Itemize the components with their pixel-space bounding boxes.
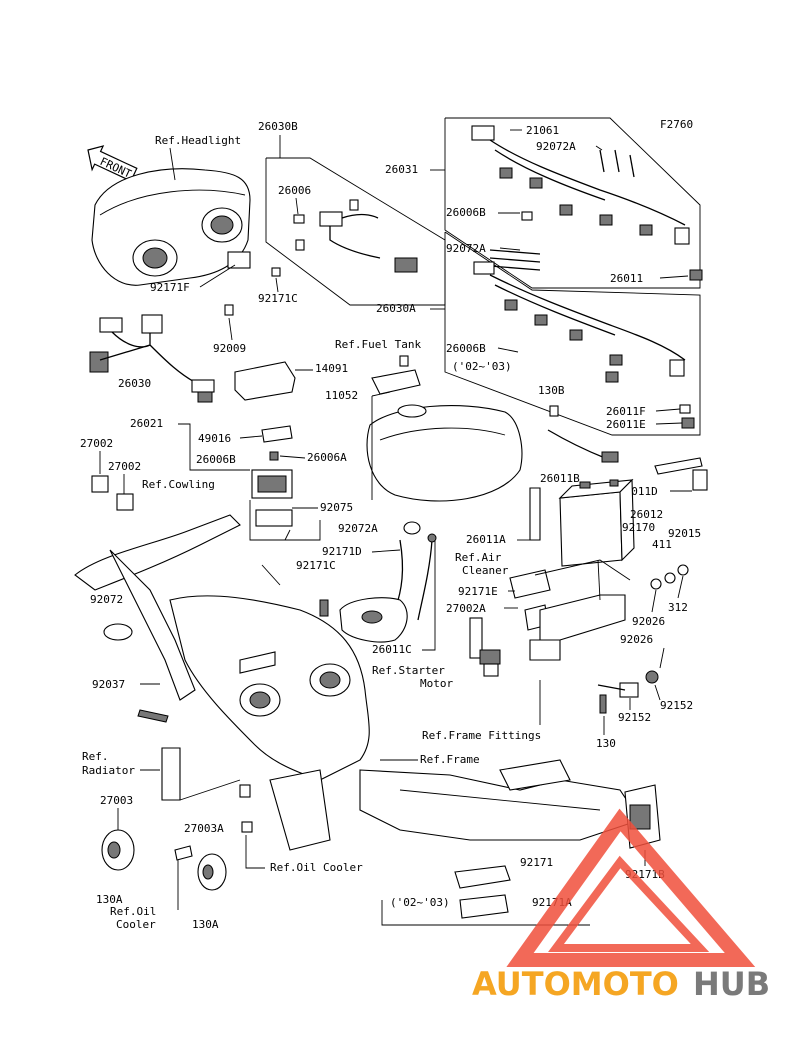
part-26006B-b: 26006B xyxy=(446,342,486,355)
ecu-cover-drawing xyxy=(234,361,296,527)
figure-code: F2760 xyxy=(660,118,693,131)
part-130: 130 xyxy=(596,737,616,750)
ref-starter-2: Motor xyxy=(420,677,453,690)
strip-icon xyxy=(137,709,169,723)
fuel-tank-drawing xyxy=(366,355,523,502)
ref-starter-1: Ref.Starter xyxy=(372,664,445,677)
part-11052: 11052 xyxy=(325,389,358,402)
part-92171F: 92171F xyxy=(150,281,190,294)
part-26011C: 26011C xyxy=(372,643,412,656)
part-92170: 92170 xyxy=(622,521,655,534)
part-26006A: 26006A xyxy=(307,451,347,464)
part-92072A-top: 92072A xyxy=(536,140,576,153)
headlight-drawing xyxy=(91,168,281,316)
part-92171: 92171 xyxy=(520,856,553,869)
part-130B: 130B xyxy=(538,384,565,397)
part-92037: 92037 xyxy=(92,678,125,691)
part-26030: 26030 xyxy=(118,377,151,390)
part-92171D: 92171D xyxy=(322,545,362,558)
year-note-harness: ('02~'03) xyxy=(452,360,512,373)
part-130A-b: 130A xyxy=(192,918,219,931)
part-92171E: 92171E xyxy=(458,585,498,598)
air-cleaner-drawing xyxy=(339,533,501,677)
part-92152-a: 92152 xyxy=(660,699,693,712)
battery-drawing xyxy=(558,478,635,567)
part-26011F: 26011F xyxy=(606,405,646,418)
year-note-bottom: ('02~'03) xyxy=(390,896,450,909)
part-130A-a: 130A xyxy=(96,893,123,906)
part-92075: 92075 xyxy=(320,501,353,514)
horn-drawing xyxy=(101,829,227,891)
part-92026-b: 92026 xyxy=(620,633,653,646)
band-icon xyxy=(103,623,133,641)
part-26011B: 26011B xyxy=(540,472,580,485)
part-27002-b: 27002 xyxy=(108,460,141,473)
part-27002-a: 27002 xyxy=(80,437,113,450)
part-92171C-b: 92171C xyxy=(296,559,336,572)
part-27003: 27003 xyxy=(100,794,133,807)
part-26006: 26006 xyxy=(278,184,311,197)
part-92072A-mid: 92072A xyxy=(446,242,486,255)
part-26030B: 26030B xyxy=(258,120,298,133)
part-26011: 26011 xyxy=(610,272,643,285)
harness-26031-drawing xyxy=(471,125,703,281)
part-92015: 92015 xyxy=(668,527,701,540)
watermark-text-b: HUB xyxy=(693,965,770,1003)
frame-drawing xyxy=(74,514,641,851)
part-92009: 92009 xyxy=(213,342,246,355)
part-92072A-low: 92072A xyxy=(338,522,378,535)
ref-frame-fittings: Ref.Frame Fittings xyxy=(422,729,541,742)
ref-air-cleaner-1: Ref.Air xyxy=(455,551,502,564)
radiator-bracket-drawing xyxy=(161,747,253,833)
battery-cable-drawing xyxy=(529,405,708,541)
watermark-text-a: AUTOMOTO xyxy=(472,965,679,1003)
ref-oil-cooler: Ref.Oil Cooler xyxy=(270,861,363,874)
part-92072: 92072 xyxy=(90,593,123,606)
part-92152-b: 92152 xyxy=(618,711,651,724)
part-312: 312 xyxy=(668,601,688,614)
ref-oil-cooler-b1: Ref.Oil xyxy=(110,905,156,918)
ref-radiator-1: Ref. xyxy=(82,750,109,763)
ref-fuel-tank: Ref.Fuel Tank xyxy=(335,338,421,351)
part-26012: 26012 xyxy=(630,508,663,521)
part-26021: 26021 xyxy=(130,417,163,430)
harness-26030B-drawing xyxy=(293,199,418,273)
ref-air-cleaner-2: Cleaner xyxy=(462,564,509,577)
part-26011A: 26011A xyxy=(466,533,506,546)
part-92026-a: 92026 xyxy=(632,615,665,628)
harness-26030-drawing xyxy=(89,314,215,403)
ref-headlight: Ref.Headlight xyxy=(155,134,241,147)
watermark-logo xyxy=(506,808,756,967)
part-14091: 14091 xyxy=(315,362,348,375)
ref-radiator-2: Radiator xyxy=(82,764,135,777)
part-26006B-c: 26006B xyxy=(196,453,236,466)
part-21061: 21061 xyxy=(526,124,559,137)
battery-case-drawing xyxy=(509,559,689,714)
ref-cowling: Ref.Cowling xyxy=(142,478,215,491)
part-92171C-a: 92171C xyxy=(258,292,298,305)
part-411: 411 xyxy=(652,538,672,551)
ref-oil-cooler-b2: Cooler xyxy=(116,918,156,931)
part-27003A: 27003A xyxy=(184,822,224,835)
part-26006B-a: 26006B xyxy=(446,206,486,219)
relay-drawing xyxy=(91,475,134,511)
harness-26030A-drawing xyxy=(473,249,695,429)
part-26031: 26031 xyxy=(385,163,418,176)
part-26030A: 26030A xyxy=(376,302,416,315)
part-49016: 49016 xyxy=(198,432,231,445)
ref-frame: Ref.Frame xyxy=(420,753,480,766)
part-26011E: 26011E xyxy=(606,418,646,431)
part-27002A: 27002A xyxy=(446,602,486,615)
